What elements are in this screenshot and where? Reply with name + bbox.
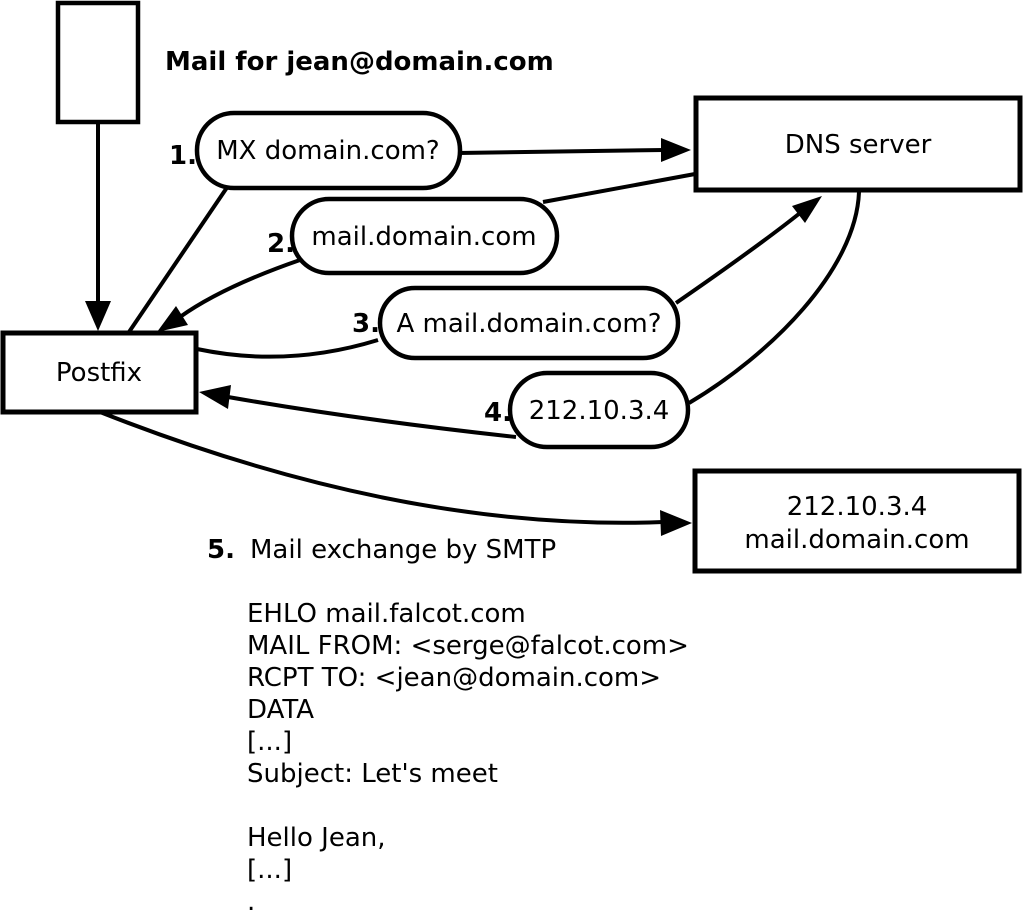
smtp-line: EHLO mail.falcot.com <box>247 599 526 629</box>
step-1-label: MX domain.com? <box>216 136 439 166</box>
smtp-line: [...] <box>247 727 292 757</box>
smtp-session: EHLO mail.falcot.com MAIL FROM: <serge@f… <box>247 599 689 917</box>
connector-postfix-to-mx-query <box>127 184 230 334</box>
arrow-a-query-to-dns <box>674 196 822 305</box>
step-1-mx-query: 1. MX domain.com? <box>169 110 463 191</box>
step-2-number: 2. <box>267 229 295 259</box>
step-5-number: 5. <box>207 535 235 565</box>
step-2-label: mail.domain.com <box>311 222 536 252</box>
step-3-a-query: 3. A mail.domain.com? <box>352 285 681 361</box>
step-3-pill <box>377 285 681 361</box>
step-5-label: Mail exchange by SMTP <box>250 535 556 565</box>
postfix-node: Postfix <box>0 330 199 415</box>
arrow-postfix-to-mailserver-smtp <box>99 410 692 536</box>
mail-server-box <box>692 468 1022 574</box>
step-5-smtp-exchange: 5. Mail exchange by SMTP <box>207 535 556 565</box>
step-3-label: A mail.domain.com? <box>397 309 662 339</box>
smtp-line: Hello Jean, <box>247 823 386 853</box>
dns-server-box <box>693 95 1023 193</box>
smtp-line: DATA <box>247 695 314 725</box>
arrow-mx-answer-to-postfix <box>157 258 301 332</box>
step-2-pill <box>289 196 560 276</box>
smtp-line: [...] <box>247 855 292 885</box>
arrow-mx-query-to-dns <box>457 138 691 162</box>
smtp-line: MAIL FROM: <serge@falcot.com> <box>247 631 689 661</box>
envelope-icon <box>55 0 141 125</box>
connector-postfix-to-a-query <box>196 338 379 359</box>
connector-dns-to-mx-answer <box>542 172 696 204</box>
mail-server-node: 212.10.3.4 mail.domain.com <box>692 468 1022 574</box>
arrow-a-answer-to-postfix <box>199 385 517 439</box>
smtp-line: . <box>247 887 255 917</box>
step-4-a-answer: 4. 212.10.3.4 <box>484 370 691 450</box>
step-4-pill <box>507 370 691 450</box>
step-4-number: 4. <box>484 398 512 428</box>
dns-server-node: DNS server <box>693 95 1023 193</box>
postfix-box <box>0 330 199 415</box>
smtp-line: RCPT TO: <jean@domain.com> <box>247 663 661 693</box>
step-1-pill <box>194 110 463 191</box>
mail-server-hostname: mail.domain.com <box>744 525 969 555</box>
step-4-label: 212.10.3.4 <box>529 396 670 426</box>
diagram-title: Mail for jean@domain.com <box>165 47 554 77</box>
step-1-number: 1. <box>169 141 197 171</box>
smtp-line: Subject: Let's meet <box>247 759 498 789</box>
step-2-mx-answer: 2. mail.domain.com <box>267 196 560 276</box>
dns-server-label: DNS server <box>785 130 932 160</box>
arrow-envelope-to-postfix <box>85 123 111 331</box>
connector-dns-to-a-answer <box>687 191 861 405</box>
step-3-number: 3. <box>352 309 380 339</box>
mail-server-ip: 212.10.3.4 <box>787 492 928 522</box>
postfix-label: Postfix <box>56 358 142 388</box>
